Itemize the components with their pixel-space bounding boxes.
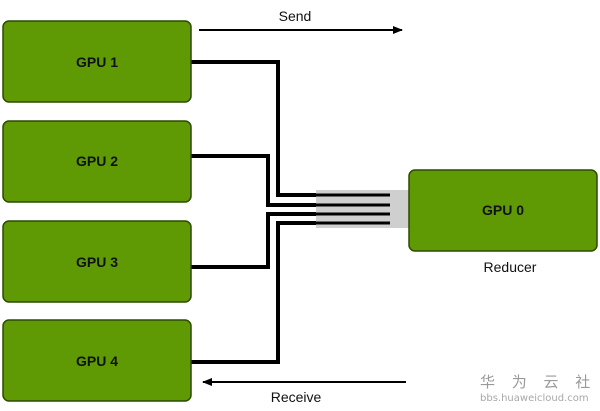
wire-gpu4	[191, 221, 390, 364]
gpu-3-box: GPU 3	[2, 220, 192, 303]
gpu-2-label: GPU 2	[76, 153, 118, 169]
gpu-3-label: GPU 3	[76, 254, 118, 270]
gpu-1-box: GPU 1	[2, 20, 192, 103]
receive-label: Receive	[271, 389, 322, 405]
reducer-caption: Reducer	[484, 259, 537, 275]
gpu-0-box: GPU 0	[408, 169, 598, 252]
send-label: Send	[279, 8, 312, 24]
gpu-2-box: GPU 2	[2, 120, 192, 203]
watermark-title: 华 为 云 社 区	[480, 373, 600, 391]
gpu-4-label: GPU 4	[76, 353, 118, 369]
gpu-0-label: GPU 0	[482, 202, 524, 218]
gpu-4-box: GPU 4	[2, 319, 192, 402]
wire-gpu1	[191, 60, 390, 197]
gpu-1-label: GPU 1	[76, 54, 118, 70]
connector-lines	[316, 193, 390, 225]
watermark-url: bbs.huaweicloud.com	[480, 393, 589, 404]
